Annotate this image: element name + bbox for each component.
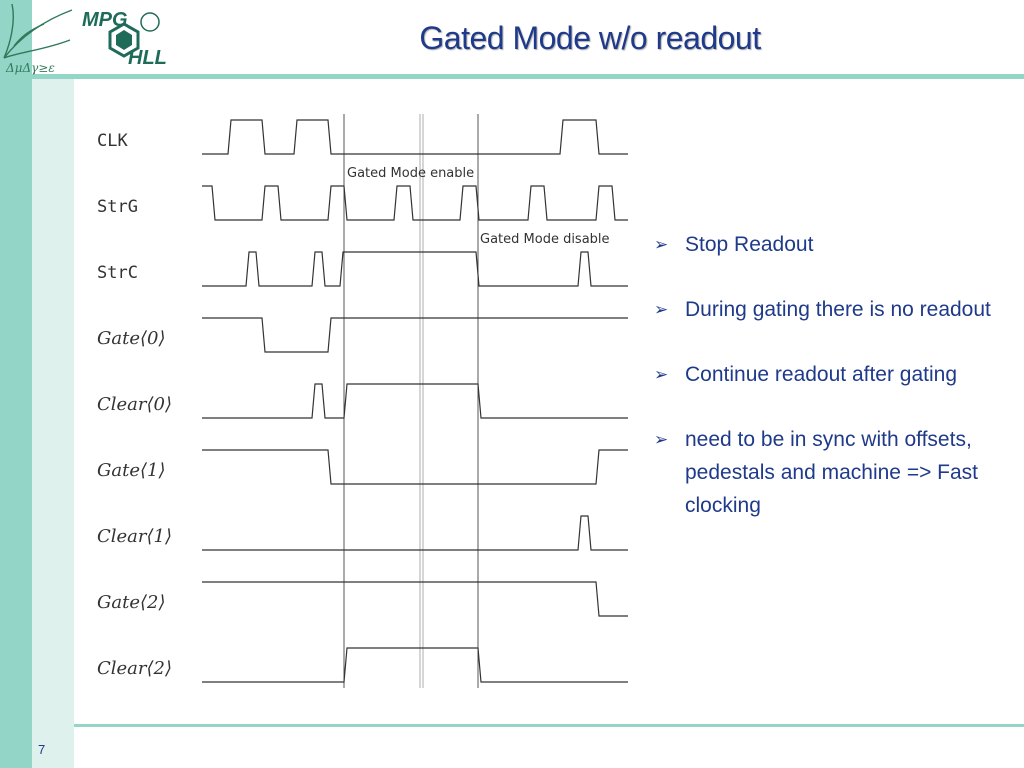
signal-label-gate1: Gate⟨1⟩: [97, 460, 166, 481]
bullet-text: Stop Readout: [685, 233, 814, 256]
page-number: 7: [38, 742, 46, 757]
arrowhead-bullet-icon: ➢: [654, 365, 669, 384]
waveform-clear0: [202, 383, 628, 419]
annotation-gated-mode-enable: Gated Mode enable: [347, 166, 474, 181]
signal-label-clk: CLK: [97, 131, 128, 151]
arrowhead-bullet-icon: ➢: [654, 430, 669, 449]
header-divider: [32, 74, 1024, 79]
arrowhead-bullet-icon: ➢: [654, 300, 669, 319]
logo-mpg-text: MPG: [82, 9, 128, 31]
leaf-logo-icon: [3, 3, 73, 59]
page-title: Gated Mode w/o readout: [419, 20, 761, 56]
logo-squiggle: ΔμΔγ≥ε: [5, 61, 55, 75]
timing-diagram: CLK StrG StrC Gate⟨0⟩ Clear⟨0⟩ Gate⟨1⟩ Clear⟨1…: [97, 114, 628, 688]
bullet-item: ➢ During gating there is no readout: [652, 293, 1022, 326]
bullet-list: ➢ Stop Readout ➢ During gating there is no…: [652, 228, 1022, 554]
waveform-clear1: [202, 515, 628, 551]
signal-traces: [202, 119, 628, 683]
signal-label-clear2: Clear⟨2⟩: [97, 658, 172, 679]
left-margin-panel: [32, 76, 74, 768]
signal-label-clear0: Clear⟨0⟩: [97, 394, 172, 415]
signal-label-gate2: Gate⟨2⟩: [97, 592, 166, 613]
waveform-clear2: [202, 647, 628, 683]
arrowhead-bullet-icon: ➢: [654, 235, 669, 254]
signal-labels: CLK StrG StrC Gate⟨0⟩ Clear⟨0⟩ Gate⟨1⟩ Clear⟨1…: [97, 131, 172, 679]
waveform-strc: [202, 251, 628, 287]
waveform-gate2: [202, 581, 628, 617]
waveform-clk: [202, 119, 628, 155]
signal-label-gate0: Gate⟨0⟩: [97, 328, 166, 349]
bullet-text: During gating there is no readout: [685, 298, 991, 321]
left-accent-bar: [0, 0, 32, 768]
footer-divider: [74, 724, 1024, 727]
bullet-item: ➢ need to be in sync with offsets, pedest…: [652, 423, 1022, 522]
annotation-gated-mode-disable: Gated Mode disable: [480, 232, 610, 247]
signal-label-strg: StrG: [97, 197, 138, 217]
logo: ΔμΔγ≥ε MPG HLL: [3, 3, 167, 75]
waveform-gate1: [202, 449, 628, 485]
bullet-text: need to be in sync with offsets, pedesta…: [685, 428, 979, 517]
bullet-text: Continue readout after gating: [685, 363, 958, 386]
waveform-strg: [202, 185, 628, 221]
logo-hll-text: HLL: [128, 47, 167, 69]
bullet-item: ➢ Stop Readout: [652, 228, 1022, 261]
mpg-hll-logo: MPG HLL: [82, 9, 167, 69]
signal-label-strc: StrC: [97, 263, 138, 283]
waveform-gate0: [202, 317, 628, 353]
bullet-item: ➢ Continue readout after gating: [652, 358, 1022, 391]
signal-label-clear1: Clear⟨1⟩: [97, 526, 172, 547]
